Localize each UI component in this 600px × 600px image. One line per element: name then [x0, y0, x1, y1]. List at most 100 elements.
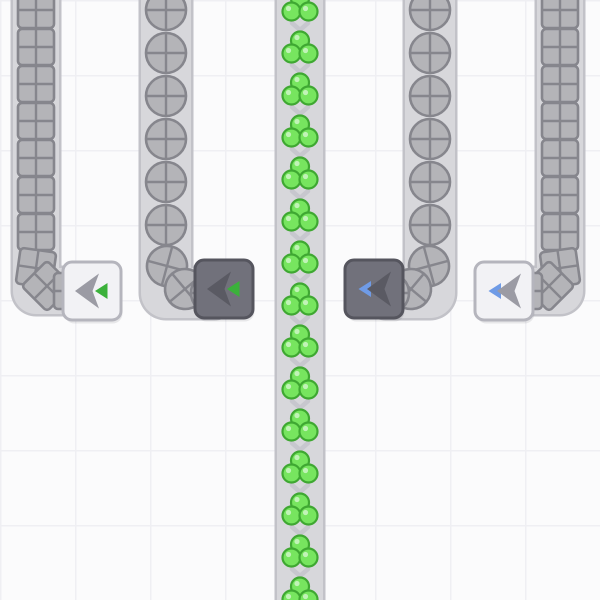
ball-highlight: [302, 425, 309, 432]
green-ball: [298, 169, 319, 190]
ball-highlight: [285, 131, 292, 138]
ball-highlight: [294, 202, 300, 209]
quad-circle-item: [144, 117, 188, 161]
green-ball: [281, 169, 302, 190]
quad-square-item: [540, 0, 580, 30]
ball-highlight: [285, 551, 292, 558]
belt-direction-chevron-icon: [289, 398, 311, 411]
ball-highlight: [302, 131, 309, 138]
ball-highlight: [285, 467, 292, 474]
quad-square-item: [540, 212, 580, 252]
tunnel-arrow-icon: [367, 271, 391, 307]
tier-marker-icon: [358, 281, 371, 297]
green-ball: [281, 127, 302, 148]
ball-highlight: [294, 328, 300, 335]
ball-highlight: [302, 89, 309, 96]
quad-square-item: [540, 101, 580, 141]
green-ball: [298, 43, 319, 64]
ball-highlight: [302, 173, 309, 180]
quad-circle-item: [144, 74, 188, 118]
green-cluster-item: [281, 534, 319, 568]
quad-square-item: [16, 64, 56, 104]
ball-highlight: [285, 509, 292, 516]
quad-circle-item: [408, 74, 452, 118]
green-ball: [281, 253, 302, 274]
ball-highlight: [294, 538, 300, 545]
quad-square-item: [16, 212, 56, 252]
belt-direction-chevron-icon: [289, 440, 311, 453]
green-ball: [298, 379, 319, 400]
ball-highlight: [285, 341, 292, 348]
belt-direction-chevron-icon: [289, 566, 311, 579]
ball-highlight: [285, 383, 292, 390]
green-cluster-item: [281, 492, 319, 526]
green-ball: [281, 505, 302, 526]
ball-highlight: [302, 593, 309, 600]
tier-marker-icon: [227, 281, 240, 297]
ball-highlight: [294, 160, 300, 167]
green-ball: [281, 463, 302, 484]
green-ball: [281, 337, 302, 358]
belt-direction-chevron-icon: [289, 524, 311, 537]
ball-highlight: [294, 412, 300, 419]
cross-line: [422, 246, 436, 286]
tunnel-exit-green[interactable]: [61, 260, 123, 324]
green-ball: [281, 547, 302, 568]
quad-circle-item: [144, 160, 188, 204]
cross-line: [160, 246, 174, 286]
ball-highlight: [302, 551, 309, 558]
green-ball: [298, 463, 319, 484]
green-ball: [298, 547, 319, 568]
ball-highlight: [294, 118, 300, 125]
ball-highlight: [285, 425, 292, 432]
quad-square-item: [540, 175, 580, 215]
quad-square-item: [16, 138, 56, 178]
ball-highlight: [285, 89, 292, 96]
quad-square-item: [16, 101, 56, 141]
ball-highlight: [294, 76, 300, 83]
ball-highlight: [302, 257, 309, 264]
belt-direction-chevron-icon: [289, 314, 311, 327]
ball-highlight: [302, 299, 309, 306]
ball-highlight: [285, 257, 292, 264]
green-ball: [298, 505, 319, 526]
ball-highlight: [302, 215, 309, 222]
tier-marker-icon: [488, 283, 501, 299]
green-ball: [281, 1, 302, 22]
tunnel-icons: [75, 273, 108, 309]
belt-direction-chevron-icon: [289, 146, 311, 159]
belt-direction-chevron-icon: [289, 272, 311, 285]
quad-circle-item: [144, 0, 188, 32]
quad-circle-item: [408, 117, 452, 161]
ball-highlight: [302, 341, 309, 348]
tunnel-entrance-green[interactable]: [193, 258, 255, 322]
quad-square-item: [16, 0, 56, 30]
belt-direction-chevron-icon: [289, 62, 311, 75]
ball-highlight: [302, 467, 309, 474]
ball-highlight: [302, 5, 309, 12]
green-ball: [281, 379, 302, 400]
ball-highlight: [294, 496, 300, 503]
ball-highlight: [285, 5, 292, 12]
ball-highlight: [294, 34, 300, 41]
belt-direction-chevron-icon: [289, 482, 311, 495]
ball-highlight: [285, 215, 292, 222]
quad-circle-item: [408, 160, 452, 204]
conveyor-belt-center-green[interactable]: [274, 0, 326, 600]
tunnel-icons: [358, 271, 391, 307]
tunnel-entrance-blue[interactable]: [343, 258, 405, 322]
green-cluster-item: [281, 30, 319, 64]
tunnel-arrow-icon: [75, 273, 99, 309]
green-ball: [298, 127, 319, 148]
ball-highlight: [285, 299, 292, 306]
quad-square-item: [540, 64, 580, 104]
belt-direction-chevron-icon: [289, 188, 311, 201]
green-ball: [281, 211, 302, 232]
ball-highlight: [285, 593, 292, 600]
tunnel-exit-blue[interactable]: [473, 260, 535, 324]
tunnel-arrow-icon: [497, 273, 521, 309]
ball-highlight: [294, 454, 300, 461]
green-cluster-item: [281, 198, 319, 232]
